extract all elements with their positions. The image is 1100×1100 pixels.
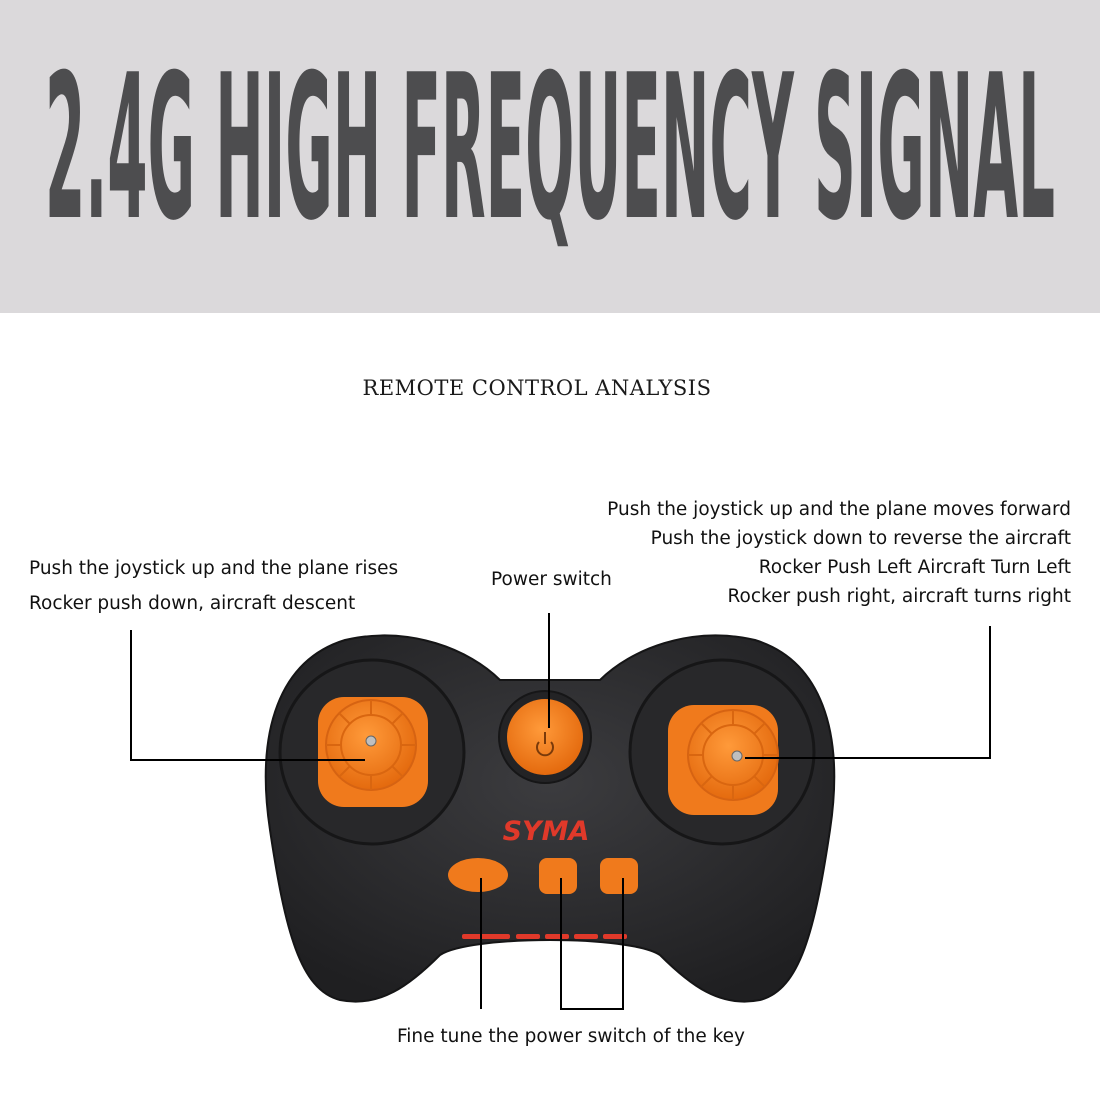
section-title: REMOTE CONTROL ANALYSIS bbox=[362, 376, 712, 400]
power-icon bbox=[536, 732, 554, 757]
label-fine-tune: Fine tune the power switch of the key bbox=[397, 1026, 745, 1047]
trim-button-right[interactable] bbox=[600, 858, 638, 894]
trim-button-middle[interactable] bbox=[539, 858, 577, 894]
label-left-descent: Rocker push down, aircraft descent bbox=[29, 593, 356, 614]
left-joystick-ridges bbox=[326, 700, 416, 790]
leader-right-stick bbox=[745, 626, 991, 759]
banner-title-text: 2.4G HIGH FREQUENCY SIGNAL bbox=[45, 32, 1055, 265]
leader-lines bbox=[130, 613, 991, 1010]
right-joystick-screw bbox=[731, 750, 743, 762]
right-joystick-ridges bbox=[688, 710, 778, 800]
label-right-reverse: Push the joystick down to reverse the ai… bbox=[650, 528, 1071, 549]
label-power-switch: Power switch bbox=[491, 569, 612, 590]
left-joystick-screw bbox=[365, 735, 377, 747]
leader-trim-buttons bbox=[560, 878, 624, 1010]
trim-button-oval[interactable] bbox=[448, 858, 508, 892]
label-right-forward: Push the joystick up and the plane moves… bbox=[607, 499, 1071, 520]
decorative-stripes bbox=[462, 934, 627, 939]
leader-left-stick bbox=[130, 630, 365, 761]
label-right-turn-right: Rocker push right, aircraft turns right bbox=[727, 586, 1071, 607]
label-right-turn-left: Rocker Push Left Aircraft Turn Left bbox=[758, 557, 1071, 578]
header-banner bbox=[0, 0, 1100, 313]
banner-title: 2.4G HIGH FREQUENCY SIGNAL bbox=[45, 32, 1055, 265]
label-left-rise: Push the joystick up and the plane rises bbox=[29, 558, 399, 579]
brand-logo: SYMA bbox=[503, 816, 590, 847]
